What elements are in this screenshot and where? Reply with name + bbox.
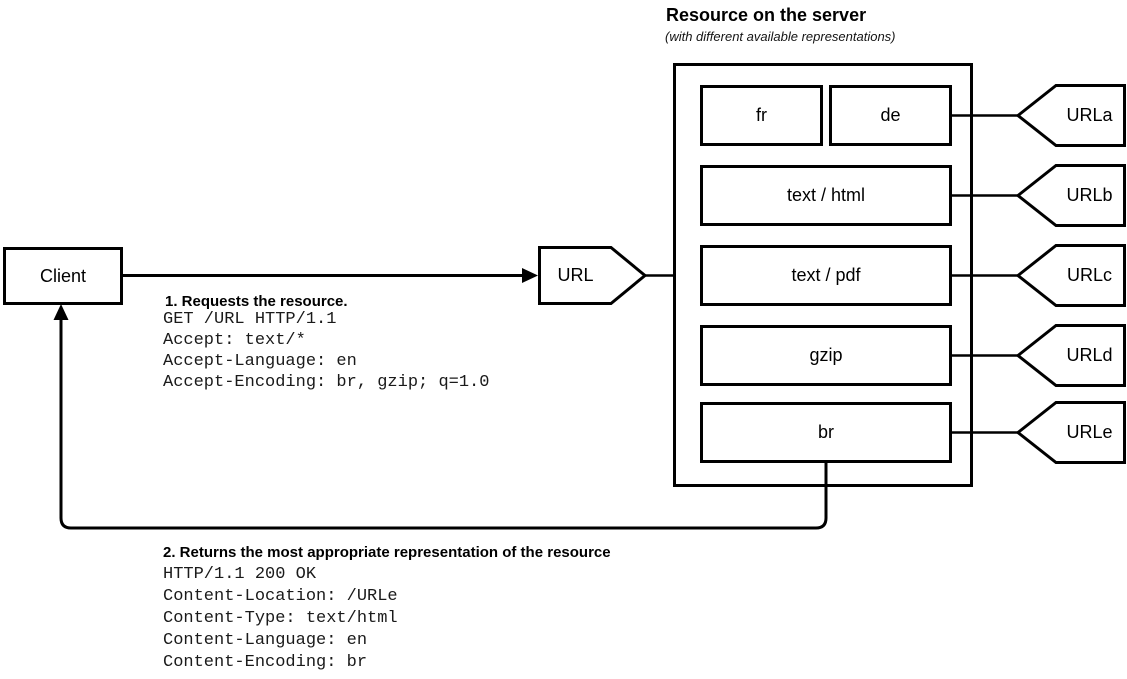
representation-label-text-html: text / html [786,185,866,205]
client-box-outline [3,247,123,305]
response-line: Content-Location: /URLe [163,587,398,606]
representation-box-gzip [700,325,952,386]
response-line: Content-Type: text/html [163,609,398,628]
request-arrowhead-icon [522,268,538,283]
request-line: Accept: text/* [163,331,306,350]
response-headers: HTTP/1.1 200 OK Content-Location: /URLe … [163,564,398,674]
url-tag-label-urla: URLa [1066,105,1113,125]
url-tag-shape-urle [1015,401,1126,464]
url-tag-label-urld: URLd [1066,345,1113,365]
representation-label-gzip: gzip [809,345,843,365]
url-tag-label-urle: URLe [1066,422,1113,442]
url-pointer-label: URL [557,265,594,285]
request-line: GET /URL HTTP/1.1 [163,310,337,329]
request-line: Accept-Language: en [163,352,357,371]
server-resource-subtitle: (with different available representation… [665,29,896,44]
url-tag-shape-urla [1015,84,1126,147]
response-arrowhead-icon [53,304,69,320]
representation-label-br: br [817,422,834,442]
representation-box-text-html [700,165,952,226]
representation-box-de [829,85,952,146]
client-label: Client [39,265,87,286]
representation-label-text-pdf: text / pdf [791,265,861,285]
server-resource-title: Resource on the server [666,5,867,25]
response-line: HTTP/1.1 200 OK [163,565,317,584]
url-tag-shape-urlc [1015,244,1126,307]
request-caption: 1. Requests the resource. [165,293,348,310]
url-tag-shape-urlb [1015,164,1126,227]
representation-label-fr: fr [756,105,767,125]
representation-box-fr [700,85,823,146]
url-tag-shape-urld [1015,324,1126,387]
response-line: Content-Language: en [163,631,368,650]
url-tag-label-urlc: URLc [1066,265,1112,285]
request-line: Accept-Encoding: br, gzip; q=1.0 [163,373,490,392]
request-headers: GET /URL HTTP/1.1 Accept: text/* Accept-… [163,309,489,393]
response-caption: 2. Returns the most appropriate represen… [163,544,611,561]
representation-label-de: de [880,105,901,125]
representation-box-text-pdf [700,245,952,306]
response-line: Content-Encoding: br [163,653,368,672]
url-tag-label-urlb: URLb [1066,185,1113,205]
url-pointer-shape [538,246,648,305]
response-return-line [59,311,828,530]
